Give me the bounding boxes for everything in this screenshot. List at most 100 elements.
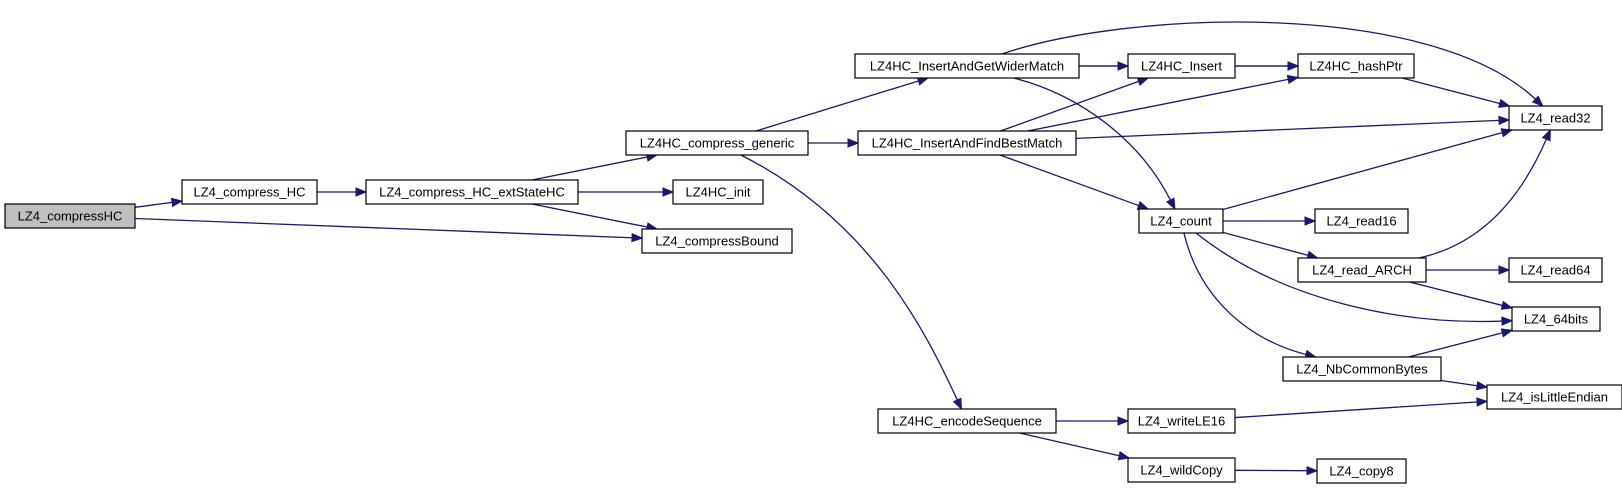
edge-LZ4HC_InsertAndFindBestMatch-to-LZ4_count [999, 154, 1150, 210]
node-label: LZ4_64bits [1524, 312, 1589, 327]
node-LZ4_read32[interactable]: LZ4_read32 [1508, 105, 1603, 131]
edge-line [1019, 432, 1120, 457]
edge-LZ4HC_InsertAndFindBestMatch-to-LZ4HC_Insert [1000, 77, 1150, 132]
node-box [1314, 208, 1409, 234]
node-LZ4HC_encodeSequence[interactable]: LZ4HC_encodeSequence [877, 408, 1057, 434]
arrowhead-icon [1541, 128, 1551, 142]
node-label: LZ4_writeLE16 [1138, 414, 1225, 429]
edge-line [1418, 138, 1547, 259]
edge-line [1001, 21, 1536, 100]
node-label: LZ4_read16 [1326, 214, 1396, 229]
node-label: LZ4_read32 [1520, 111, 1590, 126]
edge-line [531, 156, 648, 181]
node-label: LZ4HC_compress_generic [640, 136, 795, 151]
arrowhead-icon [1117, 416, 1130, 426]
node-box [1297, 257, 1427, 283]
node-LZ4HC_InsertAndFindBestMatch[interactable]: LZ4HC_InsertAndFindBestMatch [857, 130, 1077, 156]
edge-LZ4HC_hashPtr-to-LZ4_read32 [1401, 77, 1511, 108]
node-label: LZ4_NbCommonBytes [1296, 362, 1428, 377]
node-LZ4_isLittleEndian[interactable]: LZ4_isLittleEndian [1486, 384, 1622, 410]
node-LZ4_read16[interactable]: LZ4_read16 [1314, 208, 1409, 234]
node-LZ4_compressBound[interactable]: LZ4_compressBound [641, 228, 793, 254]
edge-LZ4_NbCommonBytes-to-LZ4_isLittleEndian [1440, 379, 1489, 391]
arrowhead-icon [355, 187, 368, 197]
edge-LZ4_wildCopy-to-LZ4_copy8 [1234, 465, 1319, 476]
node-LZ4_wildCopy[interactable]: LZ4_wildCopy [1127, 457, 1236, 483]
edge-line [134, 217, 633, 239]
edge-LZ4HC_InsertAndFindBestMatch-to-LZ4HC_hashPtr [1027, 74, 1300, 132]
edge-LZ4_writeLE16-to-LZ4_isLittleEndian [1234, 397, 1489, 419]
arrowhead-icon [1136, 200, 1150, 210]
node-LZ4_64bits[interactable]: LZ4_64bits [1511, 306, 1601, 332]
edge-LZ4_compressHC-to-LZ4_compress_HC [134, 197, 184, 208]
edge-LZ4_count-to-LZ4_read16 [1223, 216, 1317, 226]
edge-LZ4_count-to-LZ4_read_ARCH [1222, 231, 1319, 260]
edge-LZ4HC_encodeSequence-to-LZ4_writeLE16 [1056, 416, 1130, 426]
edge-line [755, 80, 919, 132]
node-box [1511, 306, 1601, 332]
node-LZ4HC_InsertAndGetWiderMatch[interactable]: LZ4HC_InsertAndGetWiderMatch [854, 53, 1080, 79]
node-LZ4_writeLE16[interactable]: LZ4_writeLE16 [1127, 408, 1236, 434]
nodes-layer: LZ4_compressHC LZ4_compress_HC LZ4_compres… [4, 53, 1622, 484]
arrowhead-icon [1531, 95, 1544, 107]
edge-LZ4_compress_HC-to-LZ4_compress_HC_extStateHC [317, 187, 368, 197]
arrowhead-icon [1287, 61, 1300, 71]
node-box [857, 130, 1077, 156]
edge-LZ4HC_compress_generic-to-LZ4HC_InsertAndGetWiderMatch [755, 76, 930, 132]
edge-line [1401, 77, 1500, 105]
node-LZ4HC_Insert[interactable]: LZ4HC_Insert [1127, 53, 1236, 79]
arrowhead-icon [1500, 300, 1514, 310]
node-LZ4_compressHC[interactable]: LZ4_compressHC [4, 203, 136, 229]
edge-LZ4_NbCommonBytes-to-LZ4_64bits [1408, 328, 1514, 358]
node-box [4, 203, 136, 229]
node-box [672, 179, 764, 205]
arrowhead-icon [1286, 74, 1300, 85]
edge-line [1183, 232, 1307, 356]
node-box [181, 179, 318, 205]
arrowhead-icon [1306, 465, 1319, 476]
node-box [1127, 53, 1236, 79]
node-LZ4_NbCommonBytes[interactable]: LZ4_NbCommonBytes [1282, 356, 1442, 382]
node-label: LZ4HC_InsertAndFindBestMatch [872, 136, 1063, 151]
edge-line [1408, 332, 1503, 358]
arrowhead-icon [1475, 380, 1489, 391]
node-label: LZ4HC_hashPtr [1309, 59, 1403, 74]
arrowhead-icon [952, 397, 963, 411]
edge-line [531, 203, 648, 228]
arrowhead-icon [1500, 128, 1514, 138]
edge-line [1222, 231, 1309, 257]
node-LZ4HC_init[interactable]: LZ4HC_init [672, 179, 764, 205]
arrowhead-icon [631, 232, 644, 243]
node-LZ4_read64[interactable]: LZ4_read64 [1508, 257, 1603, 283]
arrowhead-icon [662, 187, 675, 197]
edge-LZ4_read_ARCH-to-LZ4_read64 [1426, 265, 1511, 275]
arrowhead-icon [1136, 77, 1150, 87]
edge-LZ4HC_InsertAndGetWiderMatch-to-LZ4_count [1013, 77, 1176, 211]
node-label: LZ4HC_Insert [1141, 59, 1222, 74]
node-LZ4HC_hashPtr[interactable]: LZ4HC_hashPtr [1297, 53, 1415, 79]
node-LZ4_compress_HC_extStateHC[interactable]: LZ4_compress_HC_extStateHC [365, 179, 579, 205]
node-label: LZ4_copy8 [1329, 464, 1393, 479]
node-label: LZ4HC_InsertAndGetWiderMatch [870, 59, 1064, 74]
node-box [877, 408, 1057, 434]
edge-line [1075, 119, 1500, 140]
node-LZ4_compress_HC[interactable]: LZ4_compress_HC [181, 179, 318, 205]
node-LZ4_copy8[interactable]: LZ4_copy8 [1316, 458, 1407, 484]
node-box [1297, 53, 1415, 79]
node-box [365, 179, 579, 205]
arrowhead-icon [170, 197, 184, 208]
edge-LZ4_compress_HC_extStateHC-to-LZ4HC_compress_generic [531, 152, 659, 181]
edge-LZ4_read_ARCH-to-LZ4_read32 [1418, 128, 1551, 259]
node-box [1138, 208, 1224, 234]
edge-LZ4HC_compress_generic-to-LZ4HC_encodeSequence [740, 154, 963, 411]
node-LZ4_count[interactable]: LZ4_count [1138, 208, 1224, 234]
node-box [641, 228, 793, 254]
node-label: LZ4_read_ARCH [1312, 263, 1412, 278]
arrowhead-icon [1498, 98, 1511, 108]
arrowhead-icon [1117, 451, 1131, 461]
node-label: LZ4_compress_HC [194, 185, 306, 200]
node-LZ4_read_ARCH[interactable]: LZ4_read_ARCH [1297, 257, 1427, 283]
node-LZ4HC_compress_generic[interactable]: LZ4HC_compress_generic [625, 130, 809, 156]
edge-line [1409, 281, 1503, 307]
